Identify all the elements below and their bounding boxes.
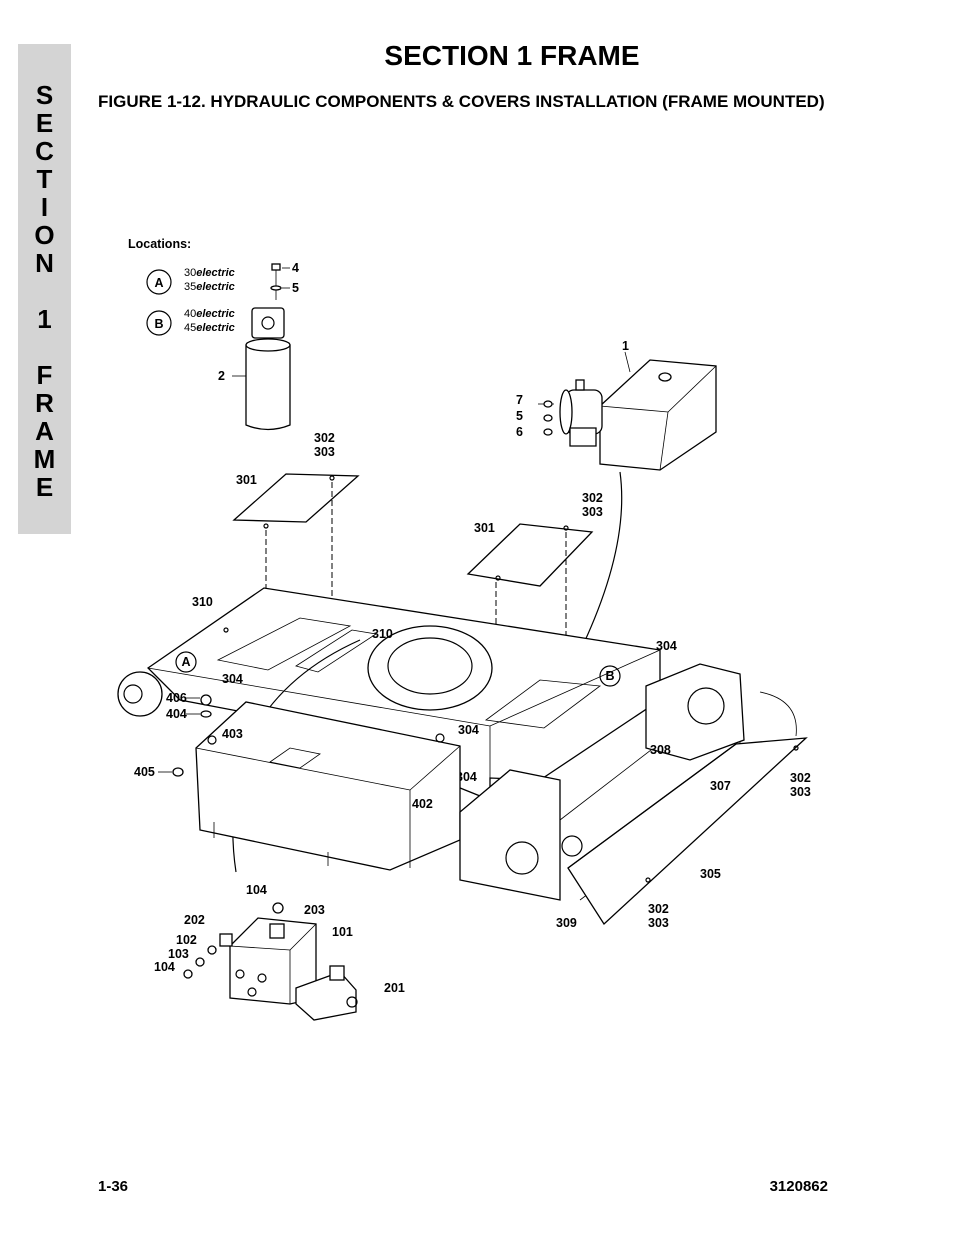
callout-308: 308	[650, 743, 671, 757]
location-a-letter: A	[154, 276, 163, 290]
callout-103: 103	[168, 947, 189, 961]
callout-2: 2	[218, 369, 225, 383]
side-tab-letter: F	[36, 360, 53, 390]
tank-fasteners	[158, 694, 212, 777]
figure-title: FIGURE 1-12. HYDRAULIC COMPONENTS & COVE…	[98, 92, 825, 111]
callout-406: 406	[166, 691, 187, 705]
callout-102: 102	[176, 933, 197, 947]
side-tab-letter: C	[35, 136, 54, 166]
callout-405: 405	[134, 765, 155, 779]
callout-403: 403	[222, 727, 243, 741]
location-a-model-1: 30electric	[184, 267, 235, 279]
location-b-model-1: 40electric	[184, 308, 235, 320]
callout-202: 202	[184, 913, 205, 927]
callout-307: 307	[710, 779, 731, 793]
valve-block-assembly	[183, 902, 358, 1021]
callout-305: 305	[700, 867, 721, 881]
callout-303-bottom: 303	[648, 916, 669, 930]
location-b-marker	[146, 310, 172, 336]
callout-304-d: 304	[456, 770, 477, 784]
page-number: 1-36	[98, 1178, 129, 1195]
callout-304-b: 304	[656, 639, 677, 653]
location-b-letter: B	[154, 317, 163, 331]
pump-motor-assembly	[538, 351, 717, 471]
callout-104-bottom: 104	[154, 960, 175, 974]
callout-402: 402	[412, 797, 433, 811]
side-tab-letter: I	[40, 192, 49, 222]
location-a-model-2: 35electric	[184, 281, 235, 293]
callout-404: 404	[166, 707, 187, 721]
section-title: SECTION 1 FRAME	[384, 40, 640, 71]
callout-301-left: 301	[236, 473, 257, 487]
side-tab-letter: R	[35, 388, 54, 418]
callout-304-c: 304	[458, 723, 479, 737]
side-tab-letter: S	[35, 80, 54, 110]
rear-frame-section	[459, 663, 745, 901]
callout-302-left: 302	[314, 431, 335, 445]
callout-303-swing: 303	[790, 785, 811, 799]
callout-6: 6	[516, 425, 523, 439]
side-tab-letter: T	[36, 164, 53, 194]
section-side-tab: S E C T I O N 1 F R A M E	[18, 44, 71, 534]
callout-4: 4	[292, 261, 299, 275]
location-a-marker	[146, 269, 172, 295]
callout-310-left: 310	[192, 595, 213, 609]
callout-303-left: 303	[314, 445, 335, 459]
callout-301-right: 301	[474, 521, 495, 535]
callout-302-right: 302	[582, 491, 603, 505]
side-tab-letter: O	[34, 220, 55, 250]
callout-302-bottom: 302	[648, 902, 669, 916]
location-b-model-2: 45electric	[184, 322, 235, 334]
side-tab-letter: E	[35, 108, 54, 138]
side-tab-letter: N	[35, 248, 54, 278]
callout-1: 1	[622, 339, 629, 353]
side-tab-letter: M	[33, 444, 56, 474]
callout-104-top: 104	[246, 883, 267, 897]
side-tab-letter: A	[35, 416, 54, 446]
callout-304-a: 304	[222, 672, 243, 686]
callout-310-right: 310	[372, 627, 393, 641]
side-tab-letter: E	[35, 472, 54, 502]
callout-303-right: 303	[582, 505, 603, 519]
document-number: 3120862	[769, 1178, 828, 1195]
callout-5: 5	[292, 281, 299, 295]
callout-101: 101	[332, 925, 353, 939]
callout-201: 201	[384, 981, 405, 995]
legend-title: Locations:	[128, 237, 191, 251]
callout-5-motor: 5	[516, 409, 523, 423]
side-tab-letter: 1	[37, 304, 52, 334]
callout-302-swing: 302	[790, 771, 811, 785]
location-a-frame-marker: A	[181, 655, 190, 669]
callout-7: 7	[516, 393, 523, 407]
location-b-frame-marker: B	[605, 669, 614, 683]
main-frame	[117, 587, 661, 801]
swing-cover	[567, 691, 808, 926]
callout-309: 309	[556, 916, 577, 930]
filter-assembly	[232, 263, 291, 431]
callout-203: 203	[304, 903, 325, 917]
